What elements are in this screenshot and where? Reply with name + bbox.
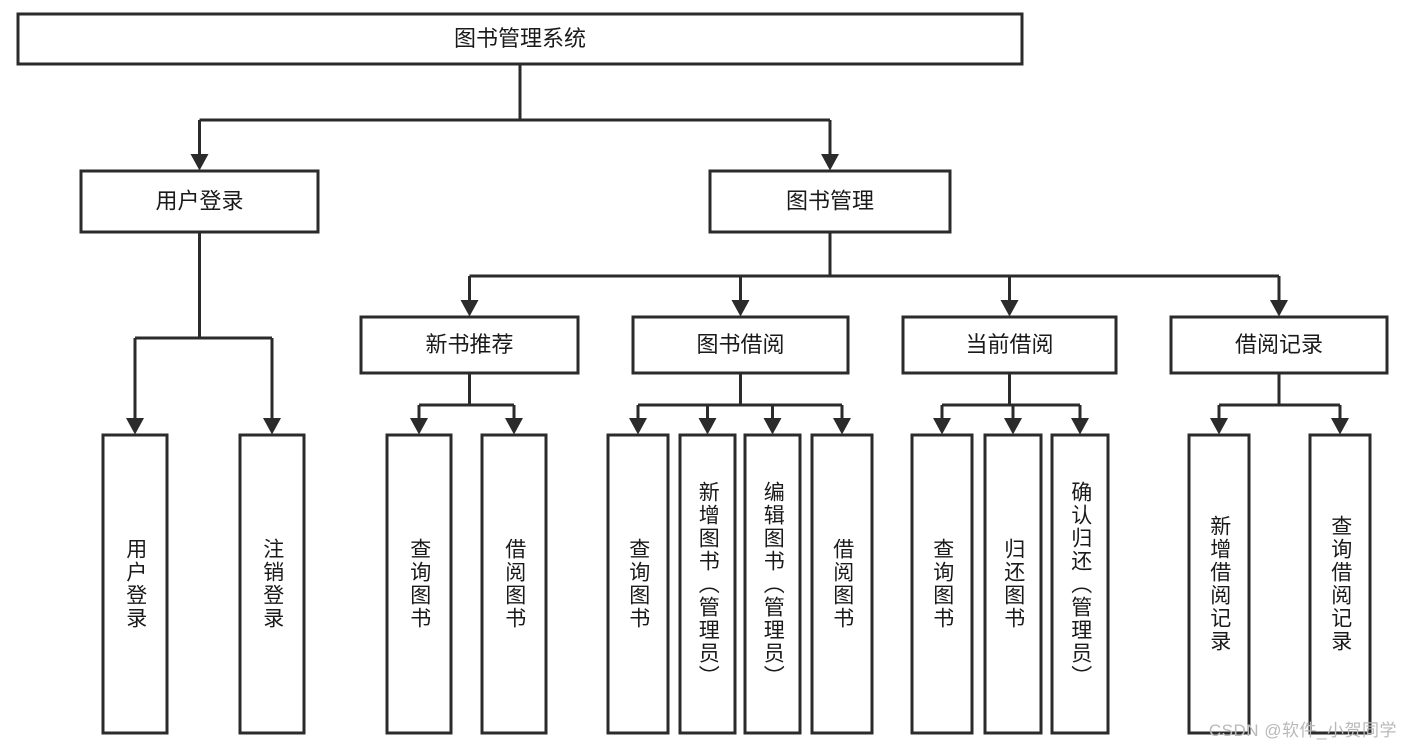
- node-box-l3-new-book-rec[interactable]: [359, 315, 580, 375]
- node-box-l3-current-borrow[interactable]: [901, 315, 1118, 375]
- node-label-root: 图书管理系统: [454, 26, 586, 51]
- node-box-l4-query-record[interactable]: [1308, 433, 1372, 735]
- node-box-l4-add-record[interactable]: [1187, 433, 1251, 735]
- node-box-l4-return-book[interactable]: [983, 433, 1043, 735]
- node-box-l4-borrow-book-a[interactable]: [480, 433, 548, 735]
- watermark-text: CSDN @软件_小贺同学: [1208, 721, 1397, 740]
- node-box-l4-query-book-b[interactable]: [606, 433, 670, 735]
- node-box-l2-book-manage[interactable]: [708, 169, 952, 234]
- node-box-root[interactable]: [16, 12, 1024, 66]
- node-box-l4-query-book-a[interactable]: [385, 433, 453, 735]
- node-box-l4-query-book-c[interactable]: [910, 433, 974, 735]
- node-box-l3-borrow-record[interactable]: [1169, 315, 1389, 375]
- node-box-l4-edit-book[interactable]: [743, 433, 802, 735]
- node-box-l2-user-login[interactable]: [79, 169, 320, 234]
- node-label-l2-book-manage: 图书管理: [786, 188, 874, 213]
- node-box-l4-add-book[interactable]: [678, 433, 737, 735]
- node-label-l3-current-borrow: 当前借阅: [965, 332, 1053, 357]
- boxes-layer: [16, 12, 1389, 735]
- node-box-l4-borrow-book-b[interactable]: [810, 433, 874, 735]
- node-label-l3-borrow-record: 借阅记录: [1235, 332, 1323, 357]
- node-box-l4-user-login[interactable]: [101, 433, 169, 735]
- node-label-l2-user-login: 用户登录: [155, 188, 243, 213]
- node-box-l3-book-borrow[interactable]: [631, 315, 850, 375]
- node-box-l4-confirm-return[interactable]: [1050, 433, 1110, 735]
- node-label-l3-new-book-rec: 新书推荐: [425, 332, 513, 357]
- node-label-l3-book-borrow: 图书借阅: [696, 332, 784, 357]
- edges-layer: [126, 64, 1349, 435]
- node-box-l4-logout[interactable]: [238, 433, 306, 735]
